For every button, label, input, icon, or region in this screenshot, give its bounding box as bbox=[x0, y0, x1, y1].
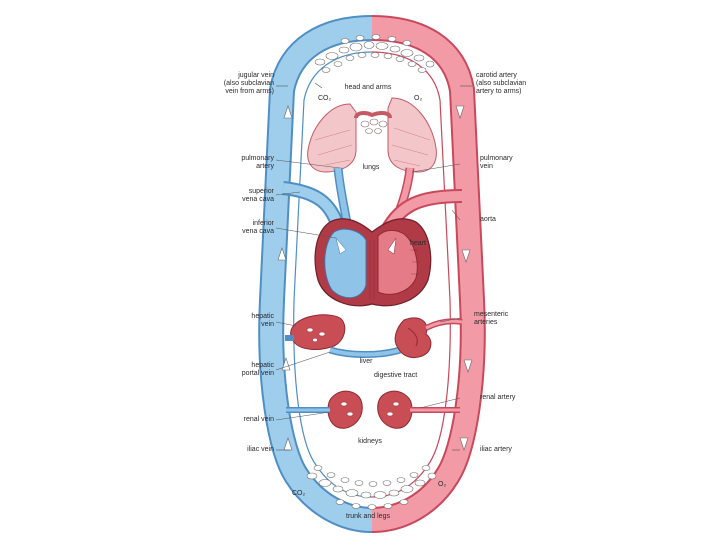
pulmonary-artery-label: pulmonary artery bbox=[241, 155, 274, 170]
hepatic-vein-label: hepatic vein bbox=[251, 313, 274, 328]
trunk-and-legs-label: trunk and legs bbox=[346, 513, 390, 520]
renal-vein-label: renal vein bbox=[243, 416, 274, 423]
heart-left-side bbox=[377, 229, 418, 295]
liver bbox=[290, 314, 346, 350]
o2-bottom-label: O₂ bbox=[438, 481, 447, 488]
hepatic-portal-vein-label: hepatic portal vein bbox=[241, 362, 274, 377]
head-arms-capillary-bed bbox=[314, 34, 435, 73]
digestive-tract-label: digestive tract bbox=[374, 372, 418, 379]
jugular-vein-label: jugular vein (also subclavian vein from … bbox=[223, 72, 274, 95]
iliac-artery-label: iliac artery bbox=[480, 446, 512, 453]
kidneys bbox=[286, 390, 460, 429]
liver-label: liver bbox=[359, 358, 373, 365]
inferior-vena-cava-label: inferior vena cava bbox=[242, 220, 274, 235]
hepatic-portal-vessel bbox=[285, 335, 402, 358]
o2-top-label: O₂ bbox=[414, 95, 423, 102]
co2-top-label: CO₂ bbox=[318, 95, 332, 102]
carotid-artery-label: carotid artery (also subclavian artery t… bbox=[476, 72, 527, 95]
heart bbox=[314, 218, 432, 307]
mesenteric-arteries-label: mesenteric arteries bbox=[474, 311, 509, 326]
left-lung bbox=[307, 103, 357, 173]
kidneys-label: kidneys bbox=[358, 438, 382, 445]
digestive-tract bbox=[394, 317, 463, 359]
lungs bbox=[307, 97, 437, 173]
heart-label: heart bbox=[410, 240, 426, 247]
leader-lines bbox=[275, 82, 472, 451]
iliac-vein-label: iliac vein bbox=[247, 446, 274, 453]
flow-arrows bbox=[277, 105, 473, 451]
right-lung bbox=[387, 97, 437, 173]
heart-right-side bbox=[324, 228, 367, 299]
superior-vena-cava-label: superior vena cava bbox=[242, 188, 274, 203]
renal-artery-label: renal artery bbox=[480, 394, 516, 401]
head-and-arms-label: head and arms bbox=[344, 84, 392, 91]
lungs-label: lungs bbox=[362, 164, 380, 171]
trunk-legs-capillary-bed bbox=[306, 465, 437, 510]
co2-bottom-label: CO₂ bbox=[292, 490, 306, 497]
pulmonary-vein-label: pulmonary vein bbox=[480, 155, 513, 170]
aorta-label: aorta bbox=[480, 216, 496, 223]
